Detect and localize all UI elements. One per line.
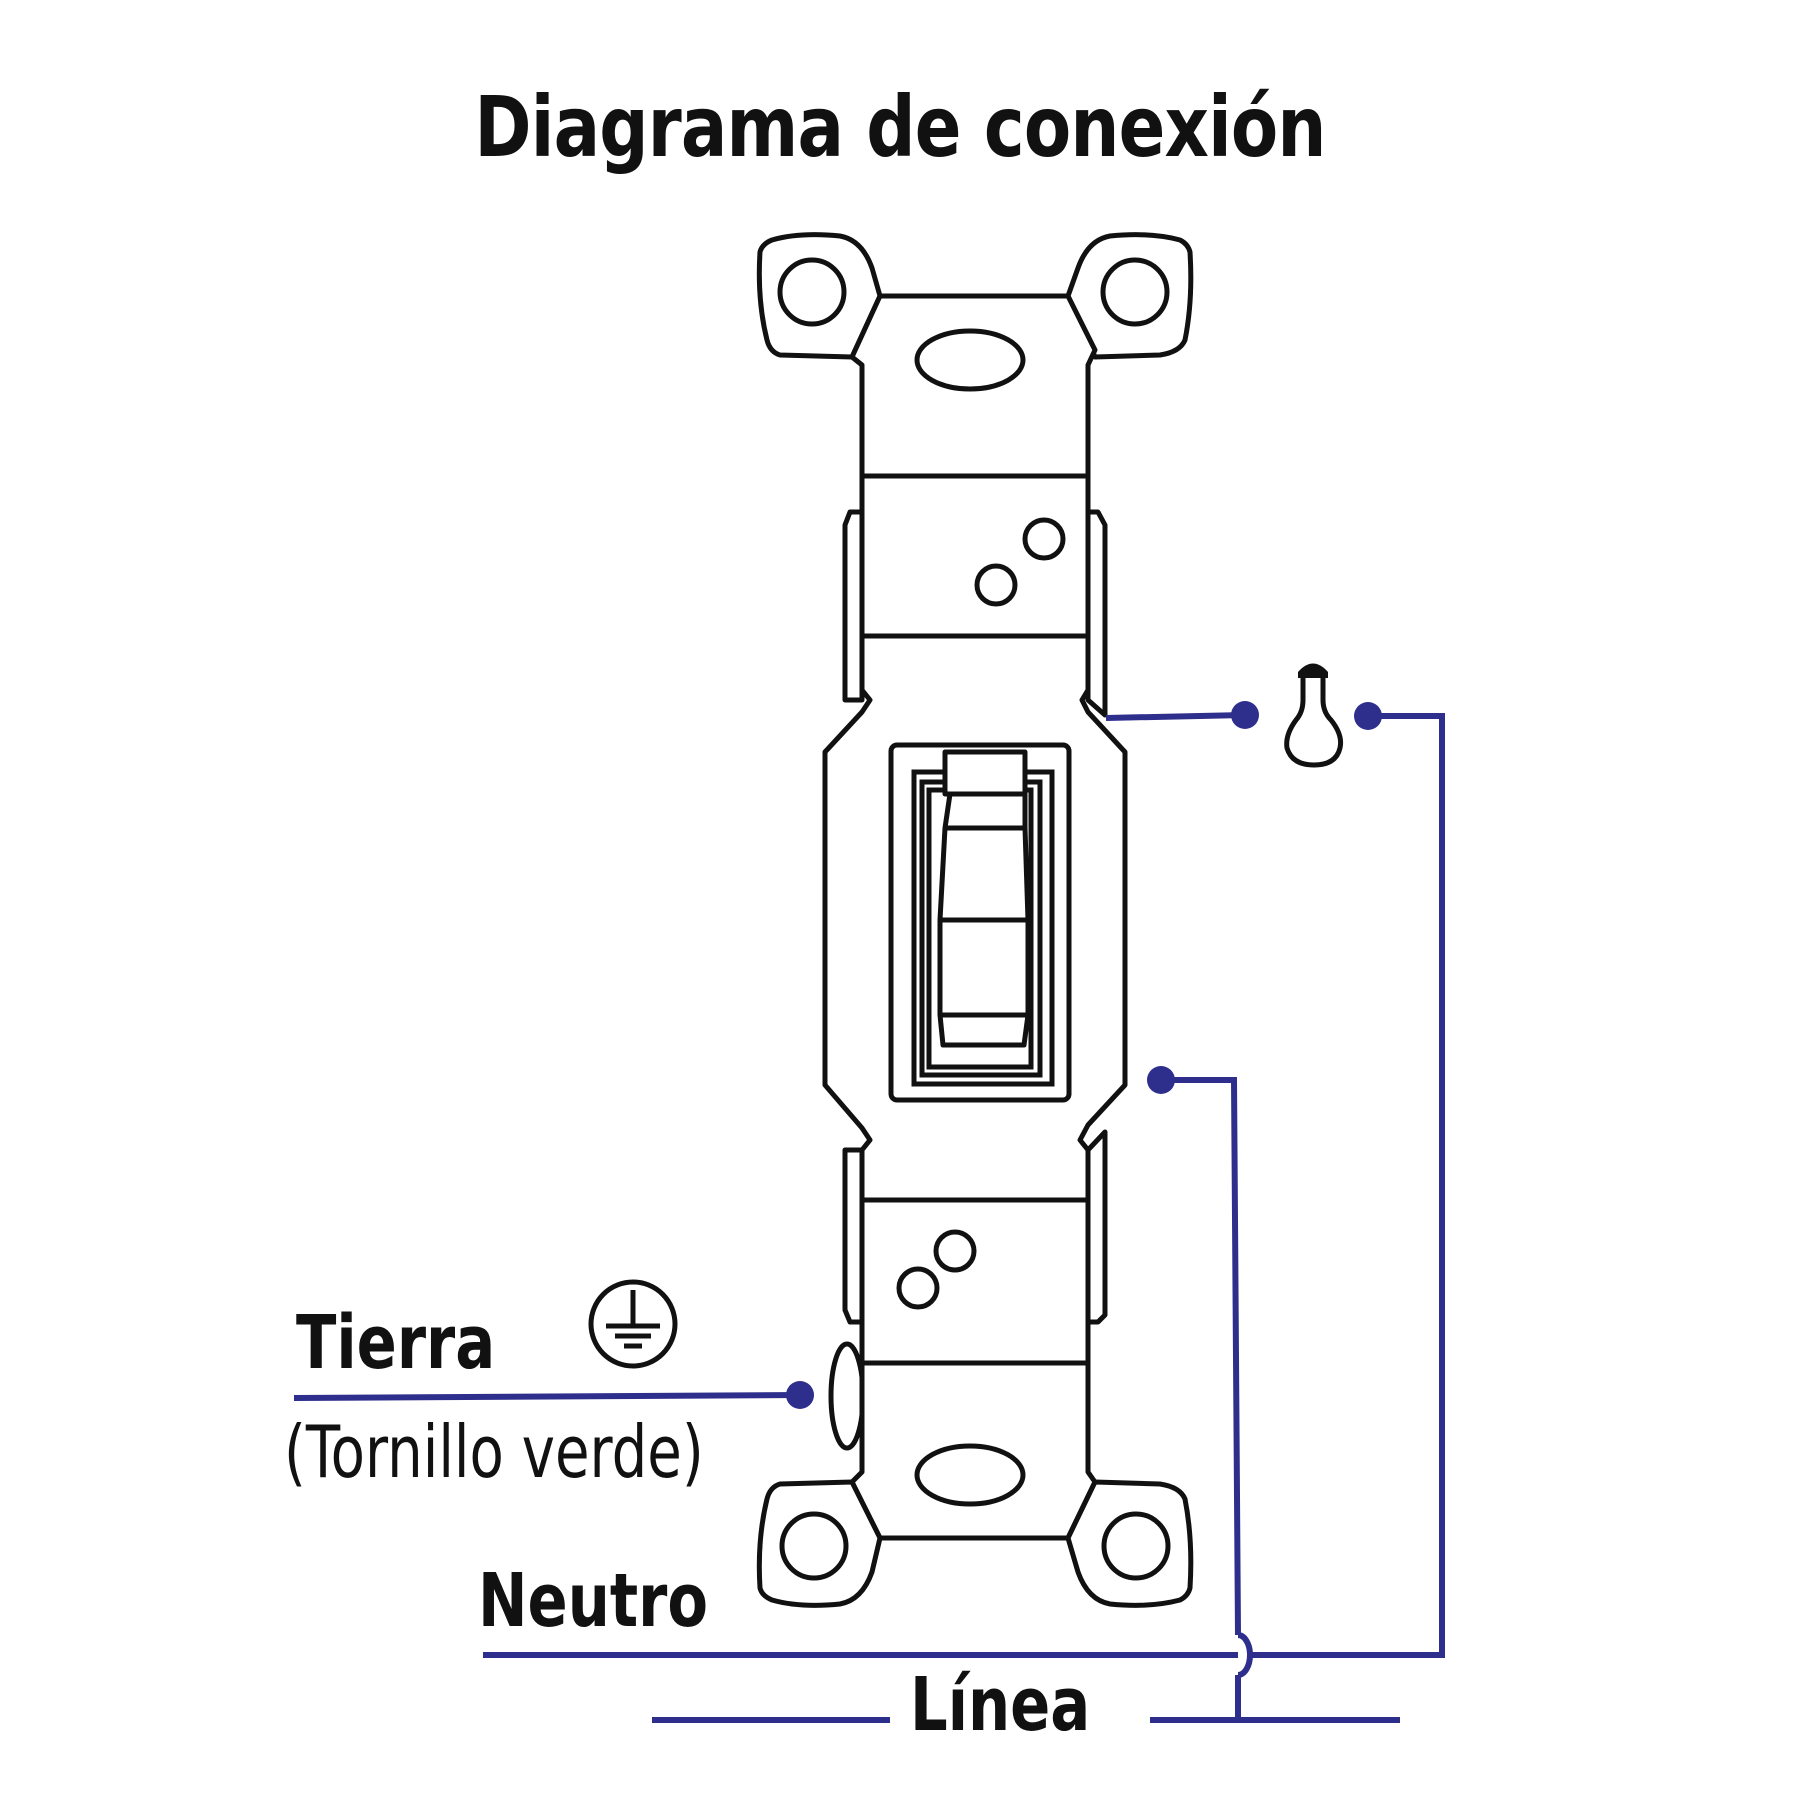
- wiring: [293, 701, 1445, 1723]
- lower-block: [859, 1197, 1091, 1366]
- light-bulb-icon: [1284, 663, 1344, 768]
- toggle-lever-top: [942, 749, 1028, 797]
- lower-left-rail: [842, 1147, 865, 1325]
- lower-rivet-1: [933, 1229, 977, 1273]
- label-ground-note: (Tornillo verde): [284, 1410, 704, 1494]
- wire-ground: [293, 1392, 801, 1401]
- bottom-left-mount-hole: [779, 1511, 849, 1581]
- switch-body: [756, 232, 1194, 1608]
- upper-left-rail: [842, 509, 865, 703]
- label-line: Línea: [910, 1662, 1091, 1748]
- wire-lamp-to-neutral: [1248, 713, 1445, 1658]
- diagram-title: Diagrama de conexión: [474, 78, 1326, 176]
- label-ground: Tierra: [296, 1300, 496, 1386]
- bottom-slot: [914, 1443, 1026, 1507]
- lower-right-rail: [1085, 1129, 1108, 1325]
- terminal-lamp-left: [1231, 701, 1259, 729]
- upper-rivet-1: [1022, 517, 1066, 561]
- wire-crossover: [1237, 1632, 1253, 1678]
- upper-right-rail: [1085, 509, 1108, 718]
- wire-switch-to-lamp: [1105, 712, 1246, 721]
- ground-icon: [588, 1279, 678, 1369]
- bulb-outline: [1284, 676, 1344, 768]
- top-slot: [914, 328, 1026, 392]
- upper-rivet-2: [974, 563, 1018, 607]
- terminal-ground: [786, 1381, 814, 1409]
- ground-screw: [828, 1341, 866, 1451]
- bulb-cap: [1298, 663, 1328, 678]
- label-neutral: Neutro: [478, 1558, 709, 1644]
- ground-circle: [588, 1279, 678, 1369]
- top-right-mount-hole: [1100, 257, 1170, 327]
- bottom-right-mount-hole: [1101, 1511, 1171, 1581]
- top-left-mount-hole: [777, 257, 847, 327]
- lower-rivet-2: [896, 1266, 940, 1310]
- wire-line-to-switch: [1161, 1077, 1241, 1636]
